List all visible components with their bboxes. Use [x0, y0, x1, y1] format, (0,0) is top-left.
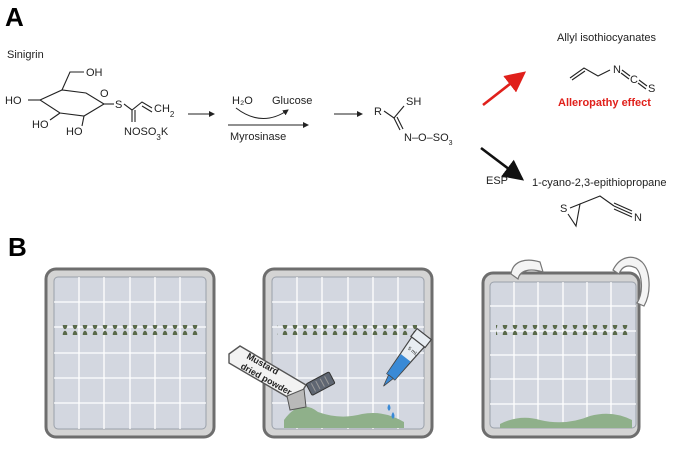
- parafilm-strip-right: [612, 256, 650, 307]
- myrosinase-label: Myrosinase: [230, 131, 286, 143]
- water-drop-2: [391, 412, 395, 419]
- plate-treatment: Mustard dried powder 5 mL: [228, 267, 434, 439]
- water-dropper-icon: 5 mL: [383, 327, 433, 387]
- alleropathy-effect-label: Alleropathy effect: [558, 97, 651, 109]
- oh-top-label: OH: [86, 67, 103, 79]
- allyl-isothiocyanate-structure: N C S: [569, 64, 655, 95]
- ch2-label: CH2: [154, 103, 175, 119]
- grater-icon: [306, 371, 336, 396]
- ait-n-label: N: [613, 64, 621, 76]
- mustard-powder-layer-3: [500, 413, 632, 428]
- intermediate-structure: R SH N–O–SO3: [374, 96, 453, 147]
- plate-control: [44, 267, 216, 439]
- glucose-label: Glucose: [272, 95, 312, 107]
- water-drop-1: [387, 404, 391, 411]
- allyl-isothiocyanate-label: Allyl isothiocyanates: [557, 32, 657, 44]
- cep-n-label: N: [634, 212, 642, 224]
- r-group-label: R: [374, 106, 382, 118]
- ho-bottom-label: HO: [66, 126, 83, 138]
- hydrolysis-step: H₂O Glucose Myrosinase: [228, 95, 312, 143]
- noso3k-label: NOSO3K: [124, 126, 169, 142]
- cyano-epithiopropane-structure: S N: [560, 195, 642, 228]
- panel-b-letter: B: [8, 232, 27, 262]
- ring-o-label: O: [100, 88, 109, 100]
- cyano-epithiopropane-label: 1-cyano-2,3-epithiopropane: [532, 177, 667, 189]
- sh-label: SH: [406, 96, 421, 108]
- sinigrin-structure: OH HO HO HO O S CH2 NOSO3K: [5, 67, 175, 142]
- seed-row-3: [496, 325, 630, 335]
- panel-a-letter: A: [5, 2, 24, 32]
- vial-label: 5 mL: [406, 346, 419, 358]
- seed-row-1: [58, 325, 198, 335]
- parafilm-strip-left: [510, 259, 544, 281]
- s-atom-label: S: [115, 99, 122, 111]
- ho-left-label: HO: [5, 95, 22, 107]
- seed-row-2: [277, 325, 417, 335]
- ho-bottom-left-label: HO: [32, 119, 49, 131]
- red-arrow: [482, 71, 527, 107]
- sinigrin-label: Sinigrin: [7, 49, 44, 61]
- h2o-label: H₂O: [232, 95, 253, 107]
- black-arrow: [480, 146, 525, 181]
- mustard-powder-layer-2: [284, 406, 404, 428]
- ait-c-label: C: [630, 74, 638, 86]
- cep-s-label: S: [560, 203, 567, 215]
- ait-s-label: S: [648, 83, 655, 95]
- esp-label: ESP: [486, 175, 508, 187]
- n-o-so3-label: N–O–SO3: [404, 132, 453, 147]
- plate-sealed: [481, 256, 650, 439]
